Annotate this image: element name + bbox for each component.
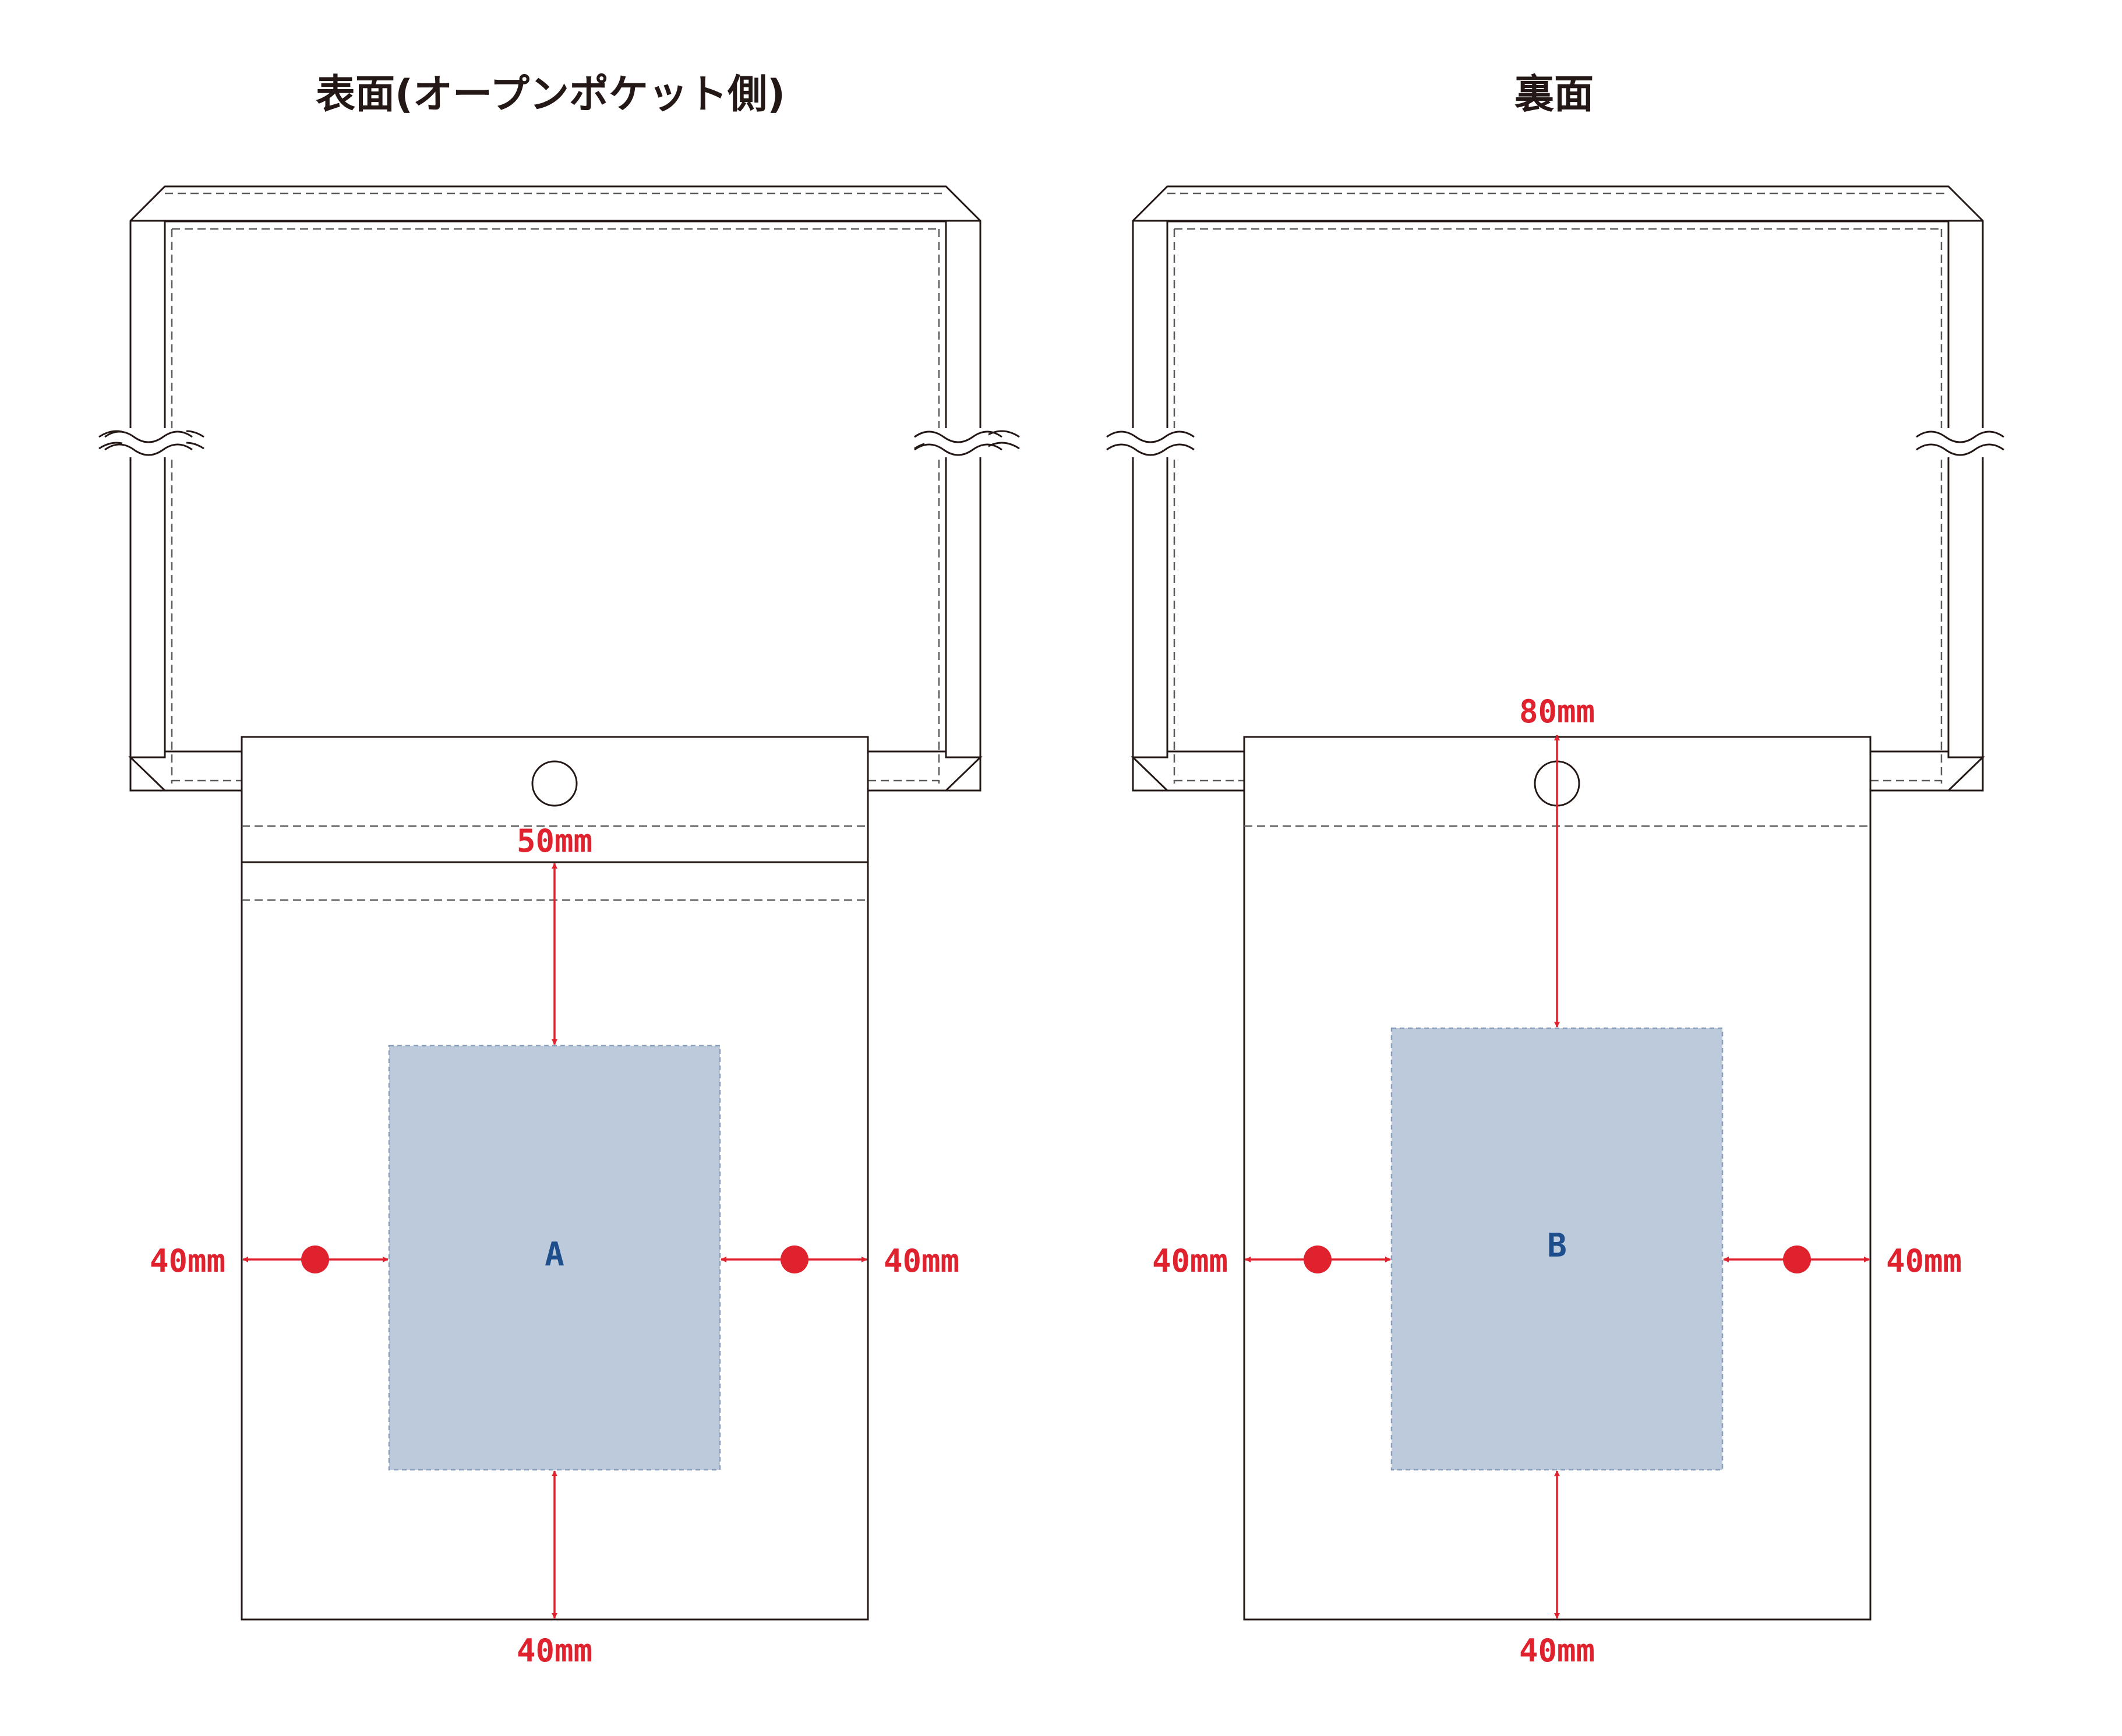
back-top-dim: 80mm: [1519, 693, 1595, 730]
front-bottom-dim: 40mm: [517, 1632, 592, 1669]
back-right-dim: 40mm: [1886, 1243, 1962, 1279]
front-top-dim: 50mm: [517, 823, 592, 859]
back-title: 裏面: [1514, 72, 1594, 118]
front-print-area: [388, 1045, 721, 1471]
back-left-dot: [1304, 1245, 1332, 1273]
front-strap-stitch: [165, 192, 946, 784]
front-break-gap-left: [122, 428, 186, 457]
back-break-gap-left: [1125, 428, 1189, 457]
front-strap: [129, 185, 981, 792]
front-grommet: [531, 760, 578, 807]
back-break-left: [1106, 431, 1195, 456]
front-left-dim: 40mm: [150, 1243, 225, 1279]
front-right-dot: [781, 1245, 808, 1273]
back-right-dot: [1783, 1245, 1811, 1273]
front-bag: A 50mm 40mm 40mm 40mm: [98, 185, 1020, 1669]
back-bottom-dim: 40mm: [1519, 1632, 1595, 1669]
back-bag: B 80mm 40mm 40mm 40mm: [1106, 185, 2004, 1669]
front-right-dim: 40mm: [884, 1243, 959, 1279]
back-break-right: [1916, 431, 2004, 456]
front-zone-label: A: [545, 1236, 564, 1273]
back-strap-stitch: [1167, 192, 1948, 784]
back-print-area: [1390, 1027, 1724, 1471]
front-left-dot: [301, 1245, 329, 1273]
front-title: 表面(オープンポケット側): [316, 72, 785, 118]
back-left-dim: 40mm: [1152, 1243, 1228, 1279]
back-zone-label: B: [1547, 1227, 1567, 1265]
